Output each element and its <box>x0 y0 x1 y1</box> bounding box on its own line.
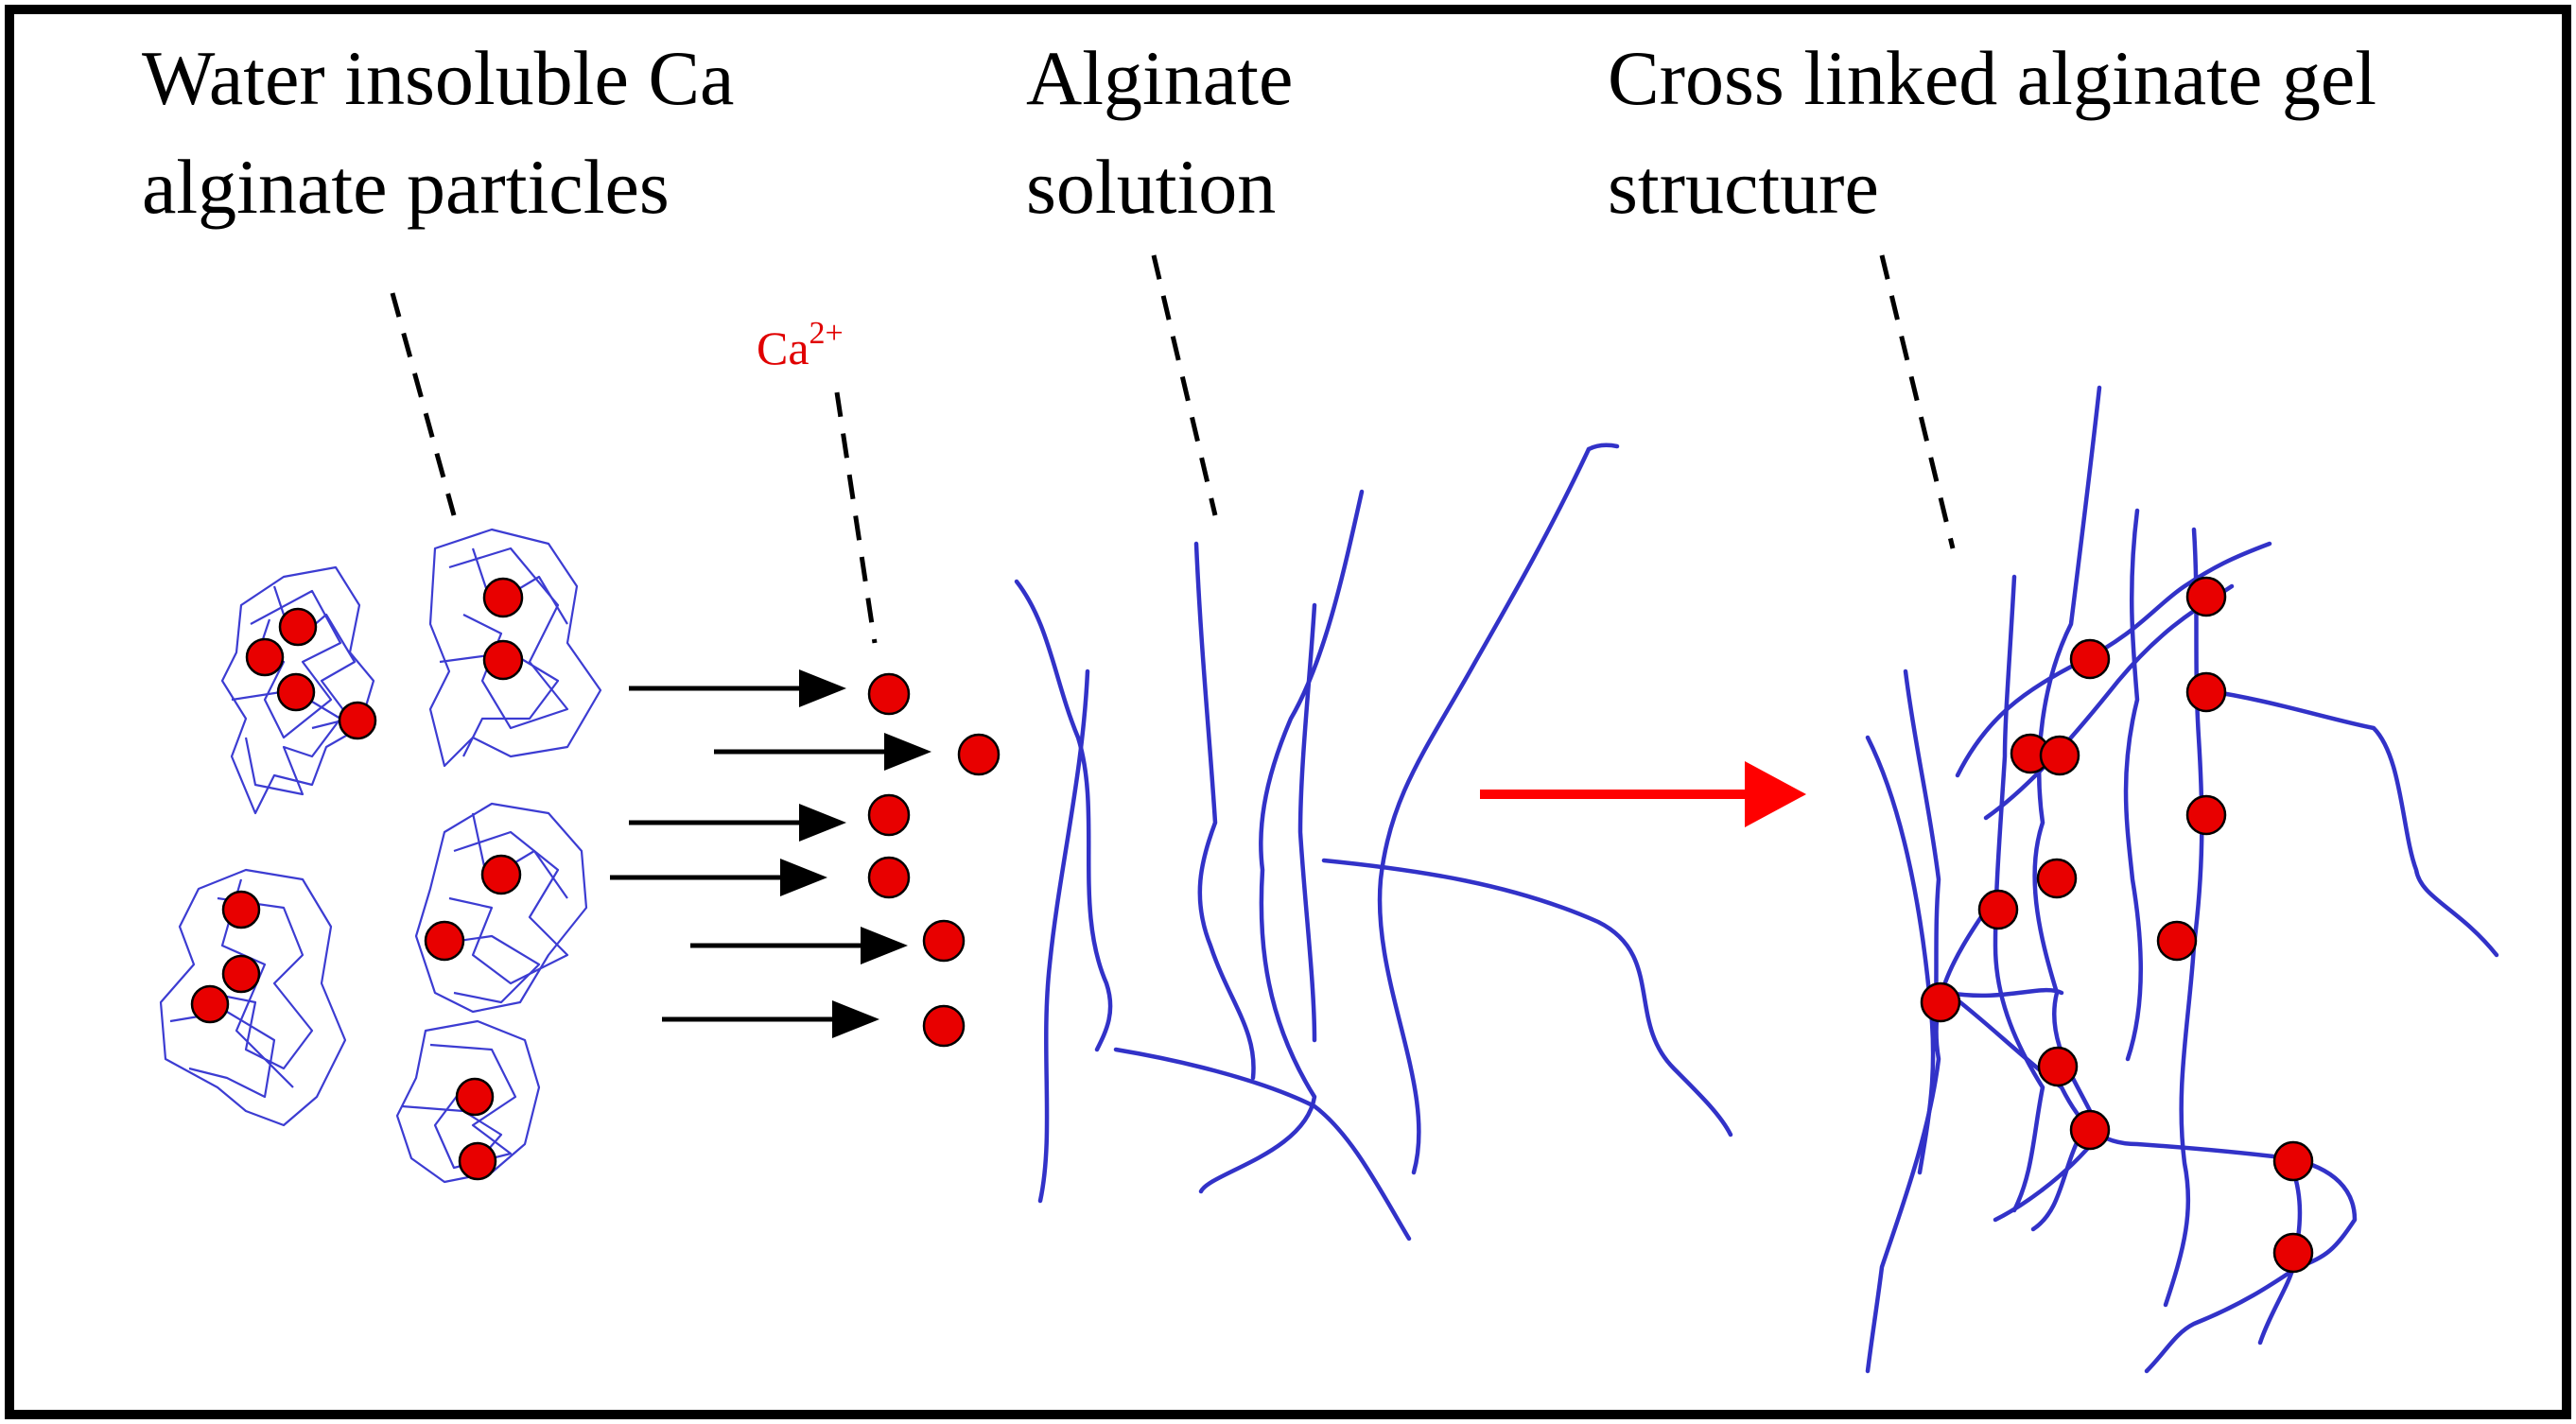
gel-chain <box>1865 735 1936 1175</box>
calcium-ion <box>922 919 966 963</box>
alginate-chain <box>1113 1047 1412 1242</box>
particles-leader-line <box>390 292 457 516</box>
gel-chain <box>2163 527 2204 1308</box>
arrow-head <box>861 927 908 964</box>
diagram-border <box>5 5 2571 1419</box>
crosslink-junction <box>2156 920 2198 962</box>
solution-label-line1: Alginate <box>1026 35 1293 121</box>
ca-alginate-particle-2 <box>428 528 602 768</box>
alginate-chain <box>1377 446 1592 1175</box>
calcium-ion <box>957 733 1001 776</box>
crosslink-junction <box>2272 1232 2314 1274</box>
calcium-dot <box>455 1077 495 1117</box>
crosslink-junction <box>1920 981 1961 1023</box>
alginate-chain <box>1297 602 1317 1043</box>
calcium-dot <box>458 1141 497 1181</box>
calcium-ion <box>867 793 911 837</box>
gel-label-line2: structure <box>1608 144 1879 230</box>
calcium-ion <box>922 1004 966 1048</box>
calcium-dot <box>482 639 524 681</box>
calcium-dot <box>482 577 524 618</box>
gel-chain <box>2030 1132 2083 1232</box>
alginate-chain <box>1586 443 1620 452</box>
calcium-dot <box>221 890 261 929</box>
calcium-ion <box>867 856 911 899</box>
crosslinked-gel-network <box>1865 385 2499 1374</box>
calcium-dot <box>245 637 285 677</box>
ca-alginate-particle-1 <box>220 565 377 815</box>
calcium-dot <box>221 954 261 994</box>
calcium-leader-line <box>834 391 878 644</box>
calcium-ion-label: Ca2+ <box>757 316 844 374</box>
gelation-arrow-head <box>1745 761 1806 827</box>
crosslink-junction <box>2185 794 2227 836</box>
gel-chain <box>1945 987 2064 999</box>
crosslink-junction <box>2069 1109 2111 1151</box>
particles-label-line1: Water insoluble Ca <box>142 35 734 121</box>
crosslink-junction <box>2069 638 2111 680</box>
gel-chain <box>2123 508 2143 1062</box>
alginate-chain <box>1321 858 1733 1137</box>
arrow-head <box>799 669 846 707</box>
crosslink-junction <box>2272 1140 2314 1182</box>
crosslink-junction <box>1977 889 2019 930</box>
gel-leader-line <box>1879 254 1956 549</box>
calcium-dot <box>190 984 230 1024</box>
arrow-head <box>799 804 846 842</box>
calcium-dot <box>424 920 465 962</box>
crosslink-junction <box>2037 1046 2079 1087</box>
diffusion-arrows <box>610 669 931 1038</box>
gel-label-line1: Cross linked alginate gel <box>1608 35 2376 121</box>
alginate-solution-chains <box>1014 443 1733 1242</box>
ca-alginate-particle-3 <box>159 868 347 1127</box>
calcium-ion <box>867 672 911 716</box>
alginate-chain <box>1193 541 1256 1081</box>
ca-alginate-particle-4 <box>414 802 588 1014</box>
alginate-chain <box>1198 489 1365 1194</box>
particles-label-line2: alginate particles <box>142 144 670 230</box>
arrow-head <box>832 1000 879 1038</box>
gel-chain <box>1865 900 1993 1374</box>
gel-chain <box>1945 990 2358 1374</box>
calcium-dot <box>480 854 522 895</box>
ion-charge: 2+ <box>809 316 844 351</box>
crosslink-junction <box>2039 735 2080 776</box>
solution-leader-line <box>1151 254 1218 516</box>
ca-alginate-particle-5 <box>395 1019 541 1184</box>
solution-label-line2: solution <box>1026 144 1276 230</box>
crosslink-junction <box>2185 576 2227 617</box>
arrow-head <box>884 733 931 771</box>
gel-chain <box>2201 687 2499 958</box>
crosslink-junction <box>2185 671 2227 713</box>
ion-symbol: Ca <box>757 321 809 374</box>
calcium-dot <box>338 701 377 740</box>
gelation-arrow <box>1480 761 1806 827</box>
calcium-dot <box>276 672 316 712</box>
alginate-chain <box>1037 669 1090 1204</box>
free-calcium-ions <box>867 672 1001 1048</box>
alginate-chain <box>1014 579 1113 1052</box>
crosslink-junction <box>2036 858 2078 899</box>
calcium-dot <box>278 607 318 647</box>
arrow-head <box>780 859 827 896</box>
gel-chain <box>1993 385 2102 1223</box>
